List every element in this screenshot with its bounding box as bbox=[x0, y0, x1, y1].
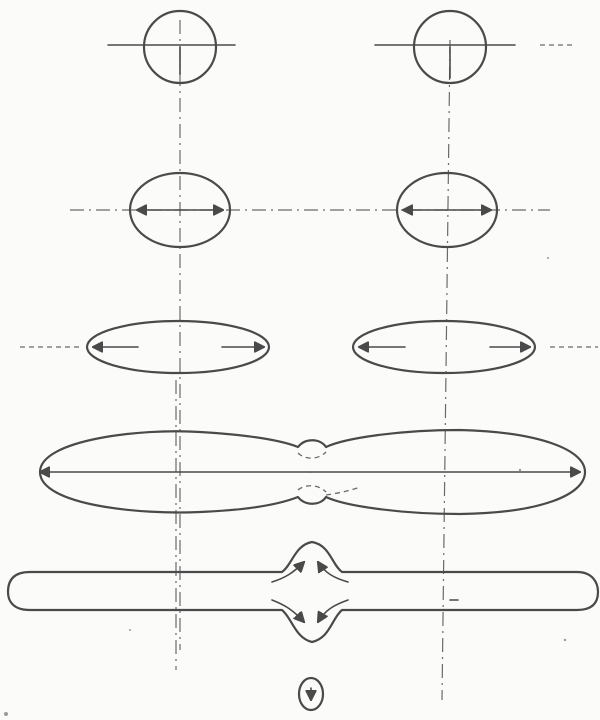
stage-4-dumbbell bbox=[40, 430, 585, 514]
axis-lines bbox=[176, 20, 450, 700]
bar-outline bbox=[8, 542, 598, 642]
ellipse-right bbox=[397, 173, 497, 247]
stage-6-droplet bbox=[299, 678, 323, 710]
scan-specks bbox=[4, 257, 566, 716]
right-vertical-axis bbox=[442, 40, 450, 700]
stage-5-bar-with-bulge bbox=[8, 542, 598, 642]
stage-2-ellipses bbox=[70, 173, 550, 247]
elongated-ellipse-right bbox=[353, 321, 535, 373]
stage-1-circles bbox=[108, 11, 575, 83]
circle-right bbox=[375, 11, 575, 83]
elongated-ellipse-left bbox=[87, 321, 269, 373]
stage-3-elongated-ellipses bbox=[20, 321, 598, 373]
circle-left bbox=[108, 11, 235, 83]
